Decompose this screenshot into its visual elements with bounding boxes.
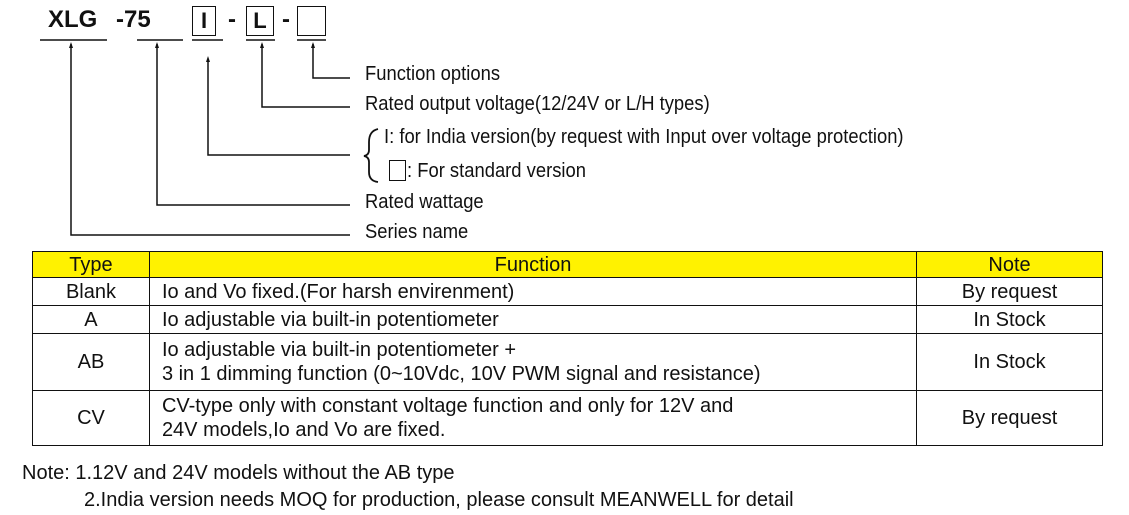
india-code-box: I (192, 6, 216, 36)
function-line: CV-type only with constant voltage funct… (161, 395, 734, 417)
cell-type: AB (32, 333, 150, 391)
dash: - (228, 6, 236, 33)
voltage-code-box: L (246, 6, 274, 36)
label-rated-output-voltage: Rated output voltage(12/24V or L/H types… (365, 93, 710, 115)
option-code-box (297, 6, 326, 36)
label-function-options: Function options (365, 63, 501, 85)
label-rated-wattage: Rated wattage (365, 191, 484, 213)
table-row: Blank Io and Vo fixed.(For harsh enviren… (32, 277, 1103, 306)
leader-lines (40, 39, 379, 236)
label-series-name: Series name (365, 221, 469, 243)
cell-function: Io adjustable via built-in potentiometer… (148, 333, 918, 391)
cell-note: By request (916, 277, 1103, 306)
function-options-table: Type Function Note Blank Io and Vo fixed… (32, 251, 1103, 446)
series-code: XLG (48, 6, 98, 33)
cell-note: By request (916, 390, 1103, 446)
label-standard-version: : For standard version (407, 160, 586, 182)
cell-function: Io and Vo fixed.(For harsh envirenment) (148, 277, 918, 306)
table-row: CV CV-type only with constant voltage fu… (32, 390, 1103, 446)
header-type: Type (32, 251, 150, 278)
header-note: Note (916, 251, 1103, 278)
function-line: Io adjustable via built-in potentiometer… (161, 339, 517, 361)
label-india-version: I: for India version(by request with Inp… (384, 126, 904, 148)
cell-function: CV-type only with constant voltage funct… (148, 390, 918, 446)
header-function: Function (148, 251, 918, 278)
table-row: AB Io adjustable via built-in potentiome… (32, 333, 1103, 391)
wattage-code: -75 (116, 6, 151, 33)
cell-type: A (32, 305, 150, 334)
function-line: 24V models,Io and Vo are fixed. (161, 419, 446, 441)
table-header-row: Type Function Note (32, 251, 1103, 278)
note-2: 2.India version needs MOQ for production… (84, 489, 794, 511)
cell-function: Io adjustable via built-in potentiometer (148, 305, 918, 334)
function-line: 3 in 1 dimming function (0~10Vdc, 10V PW… (161, 363, 761, 385)
note-1: Note: 1.12V and 24V models without the A… (22, 462, 455, 484)
dash: - (282, 6, 290, 33)
cell-type: CV (32, 390, 150, 446)
cell-type: Blank (32, 277, 150, 306)
cell-note: In Stock (916, 305, 1103, 334)
table-row: A Io adjustable via built-in potentiomet… (32, 305, 1103, 334)
cell-note: In Stock (916, 333, 1103, 391)
blank-box-icon (389, 160, 406, 181)
